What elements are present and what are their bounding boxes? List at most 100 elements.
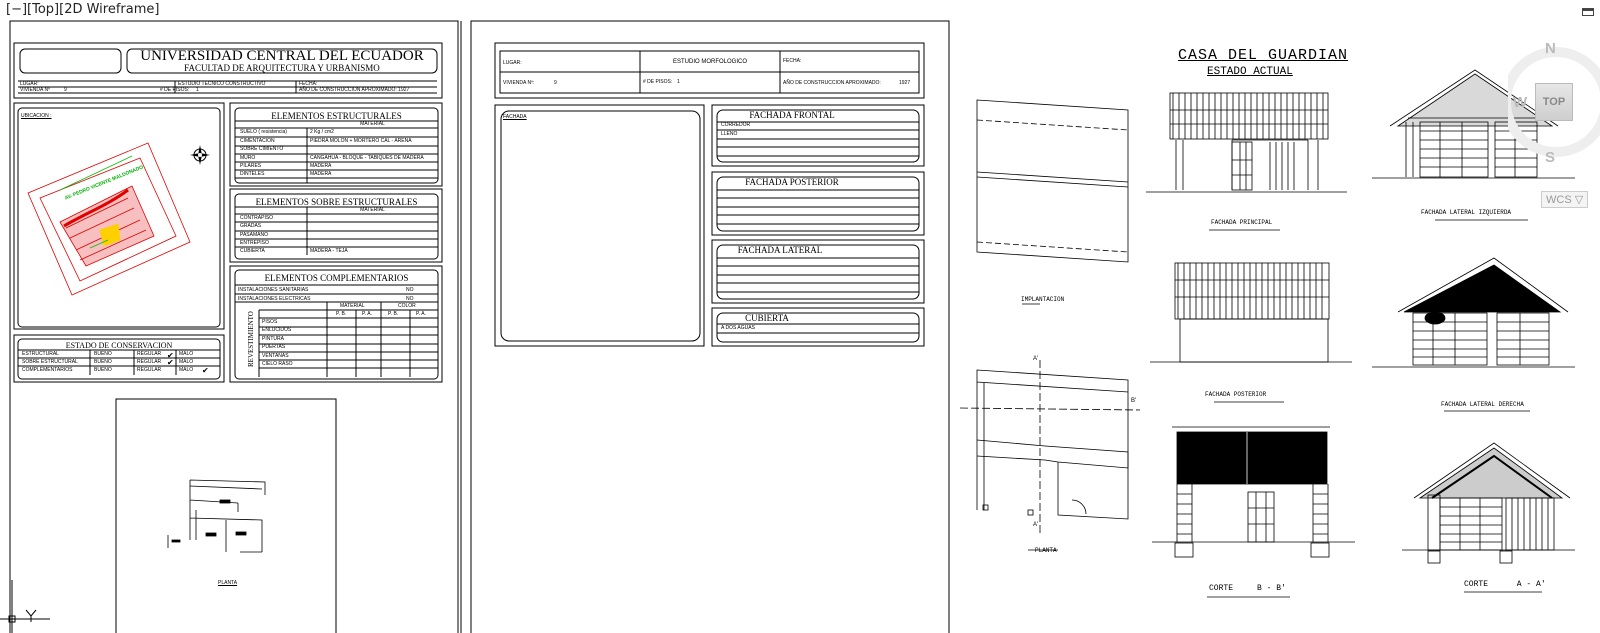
- row-value: PIEDRA MOLON + MORTERO CAL - ARENA: [310, 138, 412, 144]
- corte-b-drawing: [1152, 426, 1355, 598]
- lugar-label: LUGAR:: [20, 81, 39, 87]
- cubierta-row: A DOS AGUAS: [721, 325, 755, 331]
- posterior-title: FACHADA POSTERIOR: [745, 177, 839, 187]
- sheet-2-border: [470, 20, 950, 633]
- row-label: PILARES: [240, 163, 262, 169]
- viewcube-ring-icon: [1508, 47, 1600, 157]
- sheet-2: [460, 20, 950, 633]
- viewport-label[interactable]: [−][Top][2D Wireframe]: [6, 2, 160, 17]
- wcs-dropdown[interactable]: WCS ▽: [1541, 191, 1589, 208]
- cubierta-title: CUBIERTA: [745, 313, 789, 323]
- frontal-title: FACHADA FRONTAL: [749, 110, 835, 120]
- logo-box: [19, 48, 122, 74]
- frontal-row: CORREDOR: [721, 122, 751, 128]
- viewcube-west[interactable]: W: [1513, 94, 1528, 111]
- check-icon: ✔: [167, 351, 174, 360]
- ubicacion-map-frame: [17, 107, 221, 328]
- pb-color-header: P. B.: [388, 311, 399, 317]
- fachada-posterior-label: FACHADA POSTERIOR: [1205, 391, 1267, 398]
- north-arrow-icon: [190, 145, 210, 165]
- corte-b-label: CORTE B - B': [1209, 584, 1286, 593]
- faculty-title: FACULTAD DE ARQUITECTURA Y URBANISMO: [184, 63, 380, 73]
- row-value: CANGAHUA - BLOQUE - TABIQUES DE MADERA: [310, 155, 424, 161]
- row-label: SOBRE ESTRUCTURAL: [22, 359, 78, 365]
- row-bueno: BUENO: [94, 367, 112, 373]
- s2-pisos-value: 1: [677, 79, 680, 85]
- ucs-icon: [0, 580, 50, 633]
- row-label: COMPLEMENTARIOS: [22, 367, 73, 373]
- row-malo: MALO: [179, 351, 194, 357]
- row-regular: REGULAR: [137, 367, 162, 373]
- planta-drawing: [959, 360, 1141, 551]
- vivienda-value: 9: [64, 87, 67, 93]
- row-bueno: BUENO: [94, 351, 112, 357]
- viewcube-south[interactable]: S: [1545, 149, 1556, 166]
- row-label: PASAMANO: [240, 232, 268, 238]
- material-header: MATERIAL: [340, 303, 365, 309]
- inst-sanitarias-label: INSTALACIONES SANITARIAS: [238, 287, 309, 293]
- row-label: CIELO RASO: [262, 361, 293, 367]
- row-label: DINTELES: [240, 171, 265, 177]
- estructurales-material-header: MATERIAL: [360, 121, 385, 127]
- row-label: CONTRAPISO: [240, 215, 274, 221]
- vivienda-label: VIVIENDA Nº: [20, 87, 50, 93]
- conservacion-title: ESTADO DE CONSERVACION: [65, 341, 173, 350]
- s2-lugar-label: LUGAR:: [503, 60, 522, 66]
- viewport-minimize-icon[interactable]: [1582, 8, 1594, 16]
- fachada-lateral-izquierda-drawing: [1372, 69, 1575, 221]
- inst-electricas-no: NO: [406, 296, 414, 302]
- s2-anio-value: 1927: [899, 80, 911, 86]
- revestimiento-label: REVESTIMIENTO: [247, 311, 255, 367]
- section-b-marker: B': [1131, 398, 1137, 404]
- planta-mini-label: PLANTA: [218, 580, 238, 586]
- lateral-title: FACHADA LATERAL: [737, 245, 823, 255]
- sobre-title: ELEMENTOS SOBRE ESTRUCTURALES: [255, 197, 418, 207]
- sheet-1-border: [9, 20, 459, 633]
- row-label: GRADAS: [240, 223, 262, 229]
- section-a-top-marker: A': [1033, 356, 1039, 362]
- check-icon: ✔: [167, 358, 174, 367]
- fachada-posterior-drawing: [1150, 262, 1352, 403]
- row-label: ENTREPISO: [240, 240, 269, 246]
- fachada-principal-label: FACHADA PRINCIPAL: [1211, 219, 1273, 226]
- s2-vivienda-value: 9: [554, 80, 557, 86]
- drawing-title: CASA DEL GUARDIAN: [1178, 47, 1349, 64]
- ubicacion-map: [27, 142, 191, 296]
- s2-vivienda-label: VIVIENDA Nº:: [503, 80, 535, 86]
- viewcube[interactable]: N W S: [1508, 40, 1600, 210]
- implantacion-label: IMPLANTACION: [1021, 296, 1065, 303]
- fachada-lateral-derecha-drawing: [1372, 257, 1575, 412]
- s2-pisos-label: # DE PISOS:: [643, 79, 673, 85]
- row-malo: MALO: [179, 367, 194, 373]
- row-label: PUERTAS: [262, 344, 286, 350]
- sobre-material-header: MATERIAL: [360, 207, 385, 213]
- row-label: MURO: [240, 155, 256, 161]
- viewcube-top-face[interactable]: TOP: [1535, 83, 1573, 121]
- row-value: MADERA - TEJA: [310, 248, 348, 254]
- row-label: VENTANAS: [262, 353, 289, 359]
- row-malo: MALO: [179, 359, 194, 365]
- row-label: PISOS: [262, 319, 278, 325]
- row-value: MADERA: [310, 171, 332, 177]
- color-header: COLOR: [398, 303, 416, 309]
- estructurales-title: ELEMENTOS ESTRUCTURALES: [271, 111, 402, 121]
- fachada-lateral-izquierda-label: FACHADA LATERAL IZQUIERDA: [1421, 209, 1512, 216]
- row-label: SOBRE CIMIENTO: [240, 146, 284, 152]
- drawing-subtitle: ESTADO ACTUAL: [1207, 66, 1293, 78]
- ubicacion-label: UBICACION :: [21, 113, 52, 119]
- corte-a-label: CORTE A - A': [1464, 580, 1546, 589]
- university-title: UNIVERSIDAD CENTRAL DEL ECUADOR: [140, 48, 424, 64]
- row-label: CUBIERTA: [240, 248, 265, 254]
- frontal-row: LLENO: [721, 131, 738, 137]
- row-value: 2 Kg / cm2: [310, 129, 334, 135]
- planta-label: PLANTA: [1035, 547, 1057, 554]
- s2-anio-label: AÑO DE CONSTRUCCION APROXIMADO:: [783, 80, 881, 86]
- fachada-label: FACHADA: [503, 114, 527, 120]
- viewcube-north[interactable]: N: [1545, 40, 1556, 57]
- fachada-principal-drawing: [1146, 92, 1347, 231]
- pa-header: P. A.: [362, 311, 372, 317]
- row-label: ESTRUCTURAL: [22, 351, 59, 357]
- pisos-label: # DE PISOS:: [160, 87, 190, 93]
- pb-header: P. B.: [336, 311, 347, 317]
